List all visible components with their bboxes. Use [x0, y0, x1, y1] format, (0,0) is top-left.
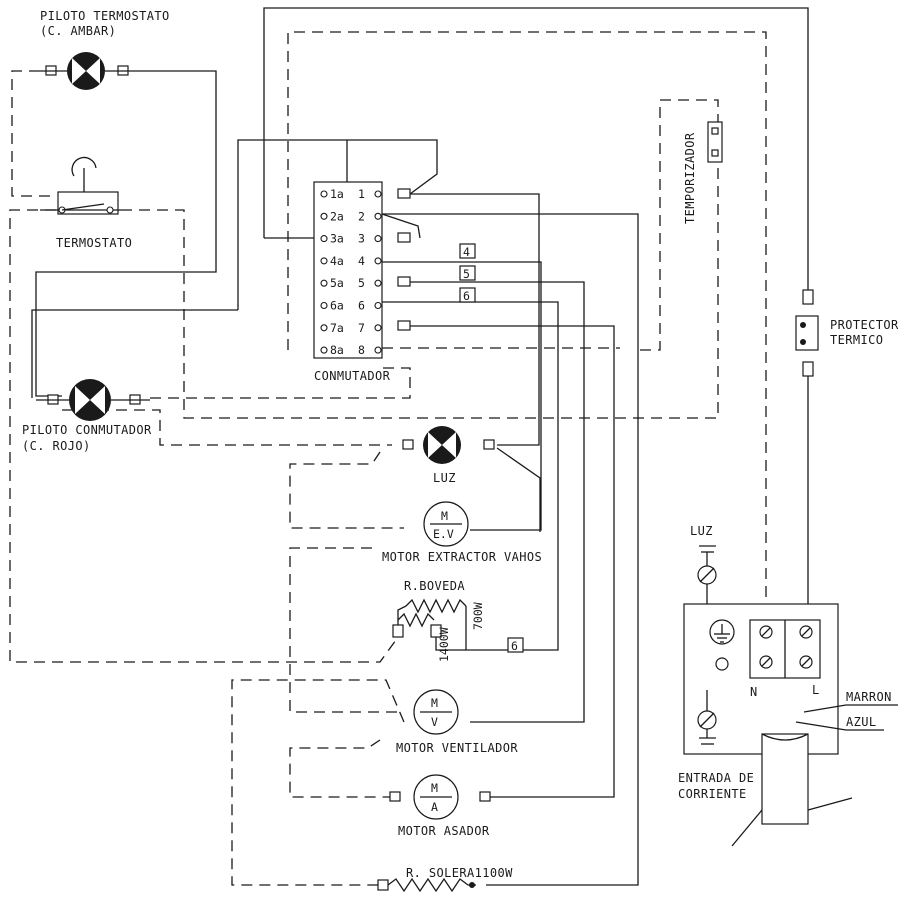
protector-termico: PROTECTOR TERMICO — [795, 289, 899, 377]
conmutador-right-terminal — [374, 212, 382, 220]
conmutador-right-label: 1 — [358, 187, 365, 201]
conmutador-left-label: 8a — [330, 343, 344, 357]
conmutador-left-terminal — [320, 301, 328, 310]
motor-extractor: M E.V MOTOR EXTRACTOR VAHOS — [382, 501, 542, 564]
conmutador-right-terminal — [374, 279, 382, 287]
box-number-6: 6 — [463, 289, 470, 303]
lamp-icon — [67, 52, 105, 90]
timer-icon — [707, 121, 723, 163]
r-solera-label: R. SOLERA1100W — [406, 866, 513, 880]
lamp-icon — [69, 379, 111, 421]
conmutador-left-terminal — [320, 212, 328, 220]
protector-label-2: TERMICO — [830, 333, 883, 347]
r-solera: R. SOLERA1100W — [377, 866, 513, 893]
box-number-4: 4 — [463, 245, 470, 259]
conmutador-left-label: 2a — [330, 209, 344, 223]
conmutador-right-label: 2 — [358, 209, 365, 223]
r-boveda-label: R.BOVEDA — [404, 579, 465, 593]
conmutador-left-terminal — [320, 257, 328, 265]
piloto-termostato: PILOTO TERMOSTATO (C. AMBAR) — [40, 9, 170, 90]
boveda-700w: 700W — [471, 602, 485, 630]
motor-ventilador-label: MOTOR VENTILADOR — [396, 741, 518, 755]
temporizador-label: TEMPORIZADOR — [683, 132, 697, 224]
conmutador-right-label: 6 — [358, 299, 365, 313]
motor-extractor-label: MOTOR EXTRACTOR VAHOS — [382, 550, 542, 564]
conmutador-left-label: 1a — [330, 187, 344, 201]
conmutador-right-terminal — [374, 235, 382, 243]
boveda-1400w: 1400W — [437, 627, 451, 662]
piloto-conmutador: PILOTO CONMUTADOR (C. ROJO) — [22, 379, 152, 453]
thermostat-knob-icon — [40, 156, 130, 215]
motor-a-bottom: A — [431, 800, 438, 814]
resistor-icon — [387, 877, 476, 893]
conmutador-right-terminal — [374, 301, 382, 310]
conmutador-right-terminal — [374, 346, 382, 354]
luz-label: LUZ — [433, 471, 456, 485]
box-number-6b: 6 — [511, 639, 518, 653]
conmutador-body — [313, 181, 383, 359]
lamp-icon — [423, 426, 461, 464]
cable-icon — [731, 733, 853, 847]
marron-label: MARRON — [846, 690, 892, 704]
conmutador-left-label: 3a — [330, 232, 344, 246]
termostato: TERMOSTATO — [40, 156, 132, 250]
protector-label-1: PROTECTOR — [830, 318, 899, 332]
motor-a-top: M — [431, 781, 438, 795]
azul-label: AZUL — [846, 715, 877, 729]
conmutador-left-label: 4a — [330, 254, 344, 268]
termostato-label: TERMOSTATO — [56, 236, 132, 250]
motor-icon: M A — [413, 774, 459, 820]
entrada-label-1: ENTRADA DE — [678, 771, 754, 785]
neutral-label: N — [750, 685, 758, 699]
r-boveda: R.BOVEDA 700W 1400W 6 — [392, 579, 524, 662]
motor-icon: M E.V — [423, 501, 469, 547]
motor-v-bottom: V — [431, 715, 438, 729]
motor-ventilador: M V MOTOR VENTILADOR — [396, 689, 518, 755]
dashed-wires — [9, 31, 767, 886]
thermal-protector-icon — [795, 315, 819, 351]
ground-icon — [709, 619, 735, 645]
motor-v-top: M — [431, 696, 438, 710]
conmutador-left-terminal — [320, 190, 328, 198]
conmutador-right-terminal — [374, 190, 382, 198]
conmutador-left-terminal — [320, 346, 328, 354]
luz-top-label: LUZ — [690, 524, 713, 538]
motor-asador: M A MOTOR ASADOR — [389, 774, 491, 838]
conmutador-left-terminal — [320, 324, 328, 332]
conmutador-right-label: 7 — [358, 321, 365, 335]
conmutador-left-label: 5a — [330, 276, 344, 290]
conmutador-right-terminal — [374, 257, 382, 265]
motor-asador-label: MOTOR ASADOR — [398, 824, 490, 838]
conmutador-left-terminal — [320, 235, 328, 243]
box-number-5: 5 — [463, 267, 470, 281]
conmutador-left-terminal — [320, 279, 328, 287]
conmutador-right-label: 5 — [358, 276, 365, 290]
terminal-block — [749, 619, 821, 679]
motor-icon: M V — [413, 689, 459, 735]
temporizador: TEMPORIZADOR — [683, 121, 723, 224]
conmutador-left-label: 6a — [330, 299, 344, 313]
light-bulb-icon — [697, 545, 717, 604]
conmutador-terminals: 1a 2a 3a 4a 5a 6a 7a 8a 1 2 3 4 5 6 7 8 — [320, 187, 382, 357]
motor-ev-top: M — [441, 509, 448, 523]
piloto-termostato-label: PILOTO TERMOSTATO — [40, 9, 170, 23]
luz-lamp: LUZ — [402, 426, 495, 485]
conmutador-right-label: 4 — [358, 254, 365, 268]
conmutador-right-label: 8 — [358, 343, 365, 357]
piloto-termostato-color: (C. AMBAR) — [40, 24, 116, 38]
light-bulb-icon — [697, 690, 717, 745]
conmutador-left-label: 7a — [330, 321, 344, 335]
motor-ev-bottom: E.V — [433, 527, 454, 541]
conmutador-right-label: 3 — [358, 232, 365, 246]
entrada-label-2: CORRIENTE — [678, 787, 747, 801]
piloto-conmutador-color: (C. ROJO) — [22, 439, 91, 453]
piloto-conmutador-label: PILOTO CONMUTADOR — [22, 423, 152, 437]
resistor-icon — [397, 598, 467, 628]
live-label: L — [812, 683, 820, 697]
conmutador-right-terminal — [374, 324, 382, 332]
conmutador-label: CONMUTADOR — [314, 369, 391, 383]
entrada-corriente: LUZ — [678, 524, 898, 847]
